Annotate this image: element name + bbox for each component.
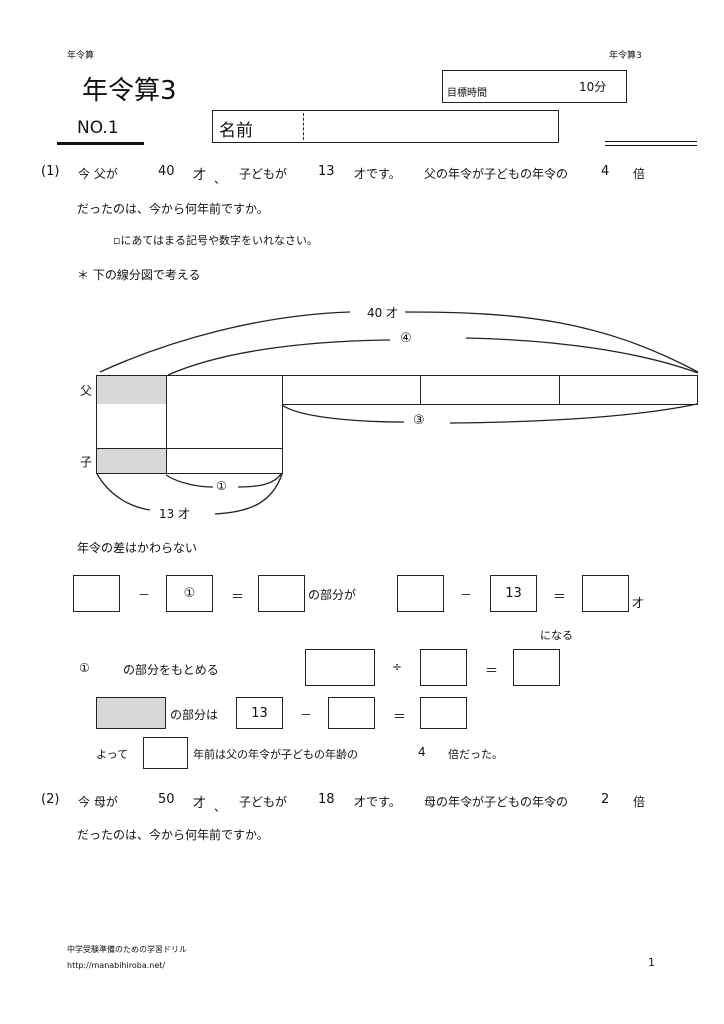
row4-times: 4 [418,745,426,759]
brace-13-right [214,473,283,515]
header-top-left: 年令算 [67,51,95,61]
brace-3-left [281,404,405,423]
father-bar-segment-1 [166,375,283,405]
row4-end: 倍だった。 [448,748,503,761]
name-divider [303,113,304,140]
brace-13-left [96,473,151,511]
answer-box-final[interactable] [143,737,188,769]
answer-box-6[interactable] [582,575,629,612]
brace-4-right [465,337,699,374]
q2-line2: だったのは、今から何年前ですか。 [77,828,269,842]
q1-unit1: 才 [193,168,207,183]
row1-minus-1: － [138,588,151,602]
q1-child-age: 13 [318,164,335,179]
target-time-box: 目標時間 10分 [442,70,627,103]
q2-text-c: 才です。 [354,795,401,809]
q2-times: 倍 [633,795,646,809]
page-title: 年令算3 [82,76,177,106]
q1-text-a: 今 父が [78,167,118,181]
q1-hint: ＊ 下の線分図で考える [77,268,201,282]
brace-4-left [167,339,391,376]
q1-text-b: 子どもが [239,167,288,181]
row2-label: の部分をもとめる [123,663,219,677]
q2-ratio: 2 [601,792,610,807]
row4-prefix: よって [96,748,129,761]
diagram-top-value: 40 才 [367,306,399,320]
answer-box-3[interactable] [258,575,305,612]
brace-40-left [99,311,351,373]
answer-box-5: 13 [490,575,537,612]
father-bar-segment-4 [559,375,698,405]
name-field[interactable]: 名前 [212,110,559,143]
row1-minus-2: － [460,588,473,602]
row1-becomes: になる [540,629,573,642]
row2-equals: ＝ [485,664,499,679]
brace-40-right [404,311,699,373]
row3-grey-box [96,697,166,729]
answer-box-4[interactable] [397,575,444,612]
father-label: 父 [80,384,93,398]
target-time-value: 10分 [579,80,607,94]
problem-number: NO.1 [77,118,119,138]
answer-box-11[interactable] [328,697,375,729]
score-line [605,141,697,146]
brace-3-right [449,403,698,424]
q1-line2: だったのは、今から何年前ですか。 [77,202,269,216]
answer-box-10: 13 [236,697,283,729]
answer-box-12[interactable] [420,697,467,729]
row3-equals: ＝ [393,710,407,725]
q2-text-a: 今 母が [78,795,118,809]
q2-unit1: 才 [193,796,207,811]
row3-minus: － [300,708,313,722]
footer-url[interactable]: http://manabihiroba.net/ [67,961,166,970]
q1-ratio: 4 [601,164,610,179]
brace-1-right [237,473,282,488]
q1-instruction: ▫にあてはまる記号や数字をいれなさい。 [113,234,319,247]
header-top-right: 年令算3 [609,51,642,61]
answer-box-7[interactable] [305,649,375,686]
row2-circle: ① [79,661,90,675]
child-label: 子 [80,455,93,469]
q2-text-b: 子どもが [239,795,288,809]
row4-suffix: 年前は父の年令が子どもの年齢の [193,748,358,761]
row1-equals-2: ＝ [553,590,567,605]
q1-father-age: 40 [158,164,175,179]
q1-number: (1) [41,164,60,179]
q2-text-d: 母の年令が子どもの年令の [424,795,569,809]
q2-comma: 、 [214,800,227,814]
q2-number: (2) [41,792,60,807]
child-column [166,404,283,449]
q2-mother-age: 50 [158,792,175,807]
q2-child-age: 18 [318,792,335,807]
difference-note: 年令の差はかわらない [77,541,198,555]
number-underline [57,142,144,145]
q1-text-d: 父の年令が子どもの年令の [424,167,569,181]
row1-unit: 才 [632,596,645,610]
child-bar-difference-grey [96,448,167,474]
row1-equals-1: ＝ [231,590,245,605]
diagram-child-circle: ① [216,479,227,493]
row2-divide: ÷ [392,660,403,674]
answer-box-9[interactable] [513,649,560,686]
q1-times: 倍 [633,167,646,181]
name-label: 名前 [219,121,253,141]
q1-comma: 、 [214,172,227,186]
brace-1-left [165,474,214,488]
answer-box-8[interactable] [420,649,467,686]
footer-title: 中学受験準備のための学習ドリル [67,945,187,954]
page-number: 1 [648,956,655,969]
answer-box-2[interactable]: ① [166,575,213,612]
diagram-top-circle: ④ [400,331,412,346]
target-time-label: 目標時間 [447,88,487,99]
answer-box-1[interactable] [73,575,120,612]
row3-part-label: の部分は [170,708,219,722]
row1-part-label: の部分が [308,588,357,602]
child-bar-unit [166,448,283,474]
diagram-child-value: 13 才 [159,507,191,521]
diagram-mid-circle: ③ [413,413,425,428]
q1-text-c: 才です。 [354,167,401,181]
father-bar-segment-3 [420,375,560,405]
